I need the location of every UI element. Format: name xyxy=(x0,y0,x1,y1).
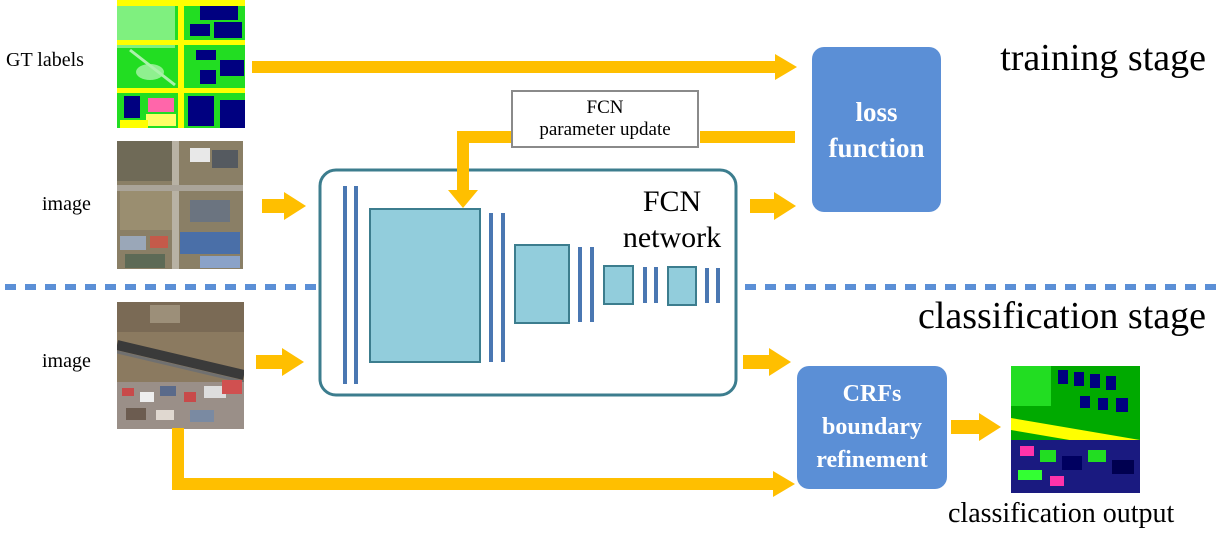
crf-line3: refinement xyxy=(816,447,928,473)
training-image-label: image xyxy=(42,193,91,215)
classification-output-thumbnail xyxy=(1011,366,1140,493)
classification-stage-label: classification stage xyxy=(917,295,1206,337)
arrow-gt-to-loss-head xyxy=(775,54,797,80)
fcn-layer-lines xyxy=(343,186,720,384)
gt-labels-label: GT labels xyxy=(6,49,84,71)
classification-image-thumbnail xyxy=(117,302,244,429)
fcn-layers xyxy=(369,208,697,363)
conv-block-2 xyxy=(514,244,570,324)
crf-line2: boundary xyxy=(821,414,923,440)
conv-block-3 xyxy=(603,265,634,305)
training-image-thumbnail xyxy=(117,141,243,269)
parameter-update-box: FCN parameter update xyxy=(511,90,699,148)
classification-image-label: image xyxy=(42,350,91,372)
loss-function-line1: loss xyxy=(855,96,898,127)
parameter-update-line1: FCN xyxy=(586,97,624,118)
arrow-update-head xyxy=(448,190,478,208)
loss-function-box: loss function xyxy=(812,47,941,212)
crf-refinement-box: CRFs boundary refinement xyxy=(797,366,947,489)
training-stage-label: training stage xyxy=(1000,37,1206,79)
fcn-network-line1: FCN xyxy=(642,185,702,218)
loss-function-line2: function xyxy=(828,132,925,163)
conv-block-4 xyxy=(667,266,697,306)
crf-line1: CRFs xyxy=(842,381,902,407)
fcn-network-line2: network xyxy=(622,221,722,254)
fcn-network-label: FCN network xyxy=(612,184,732,256)
arrow-gt-to-loss-shaft xyxy=(252,61,777,73)
arrows xyxy=(172,54,1001,497)
conv-block-1 xyxy=(369,208,481,363)
parameter-update-line2: parameter update xyxy=(539,119,671,140)
gt-labels-thumbnail xyxy=(117,0,245,128)
classification-output-label: classification output xyxy=(948,498,1175,529)
